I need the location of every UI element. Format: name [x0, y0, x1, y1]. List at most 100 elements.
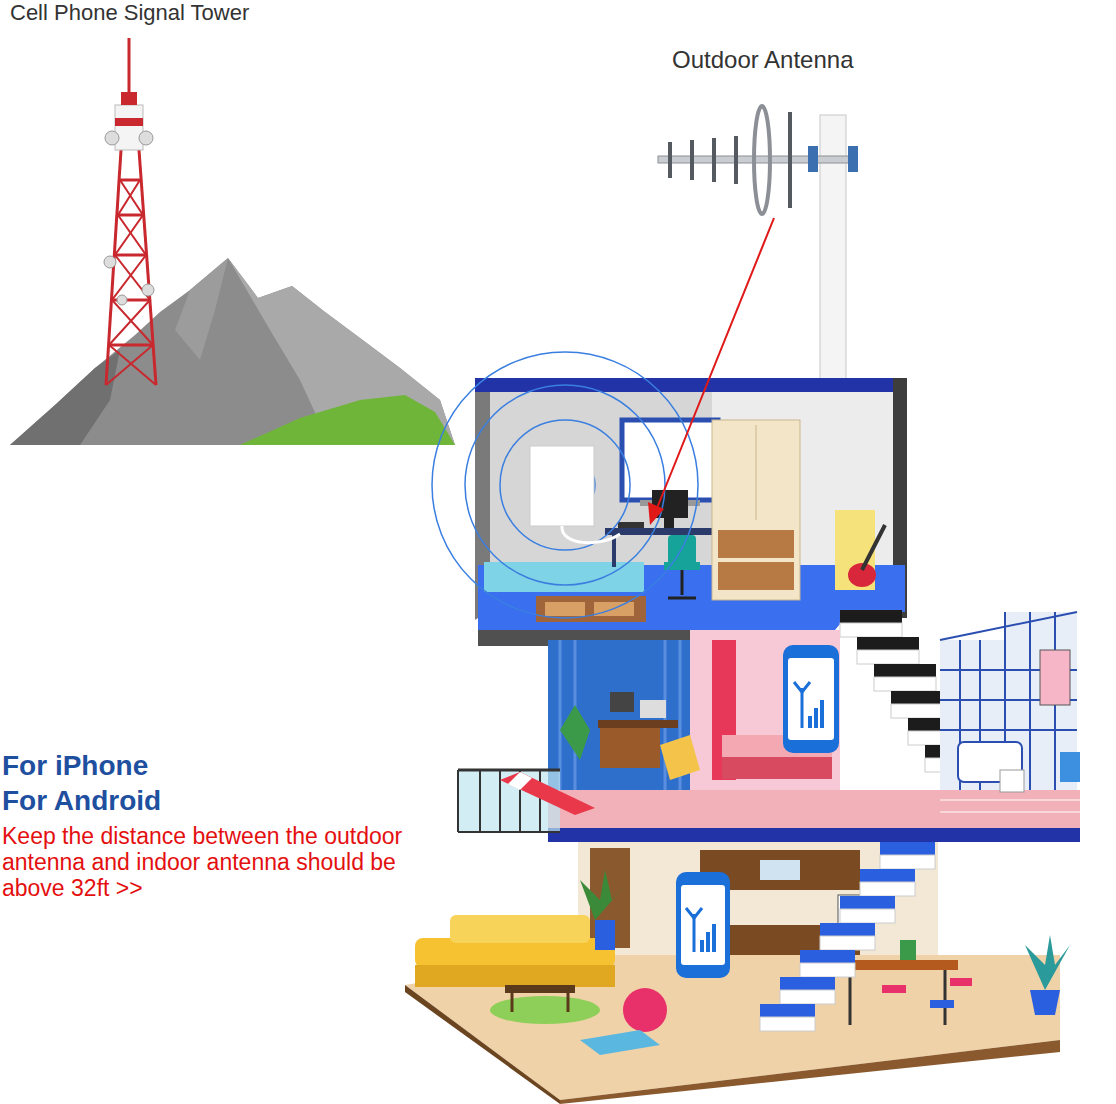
bottom-floor — [560, 1040, 1060, 1104]
phone-icon — [676, 872, 730, 978]
bottom-floor — [882, 985, 906, 993]
stairs-blue — [780, 990, 835, 1004]
top-floor — [618, 522, 644, 528]
phone-icon — [788, 658, 834, 740]
indoor-antenna — [530, 446, 594, 526]
stairs-black — [840, 623, 902, 637]
middle-floor — [548, 790, 1080, 830]
signal-tower — [104, 256, 116, 268]
bottom-floor — [950, 978, 972, 986]
balcony — [479, 770, 481, 832]
stairs-blue — [880, 855, 935, 869]
middle-floor — [660, 735, 700, 780]
bottom-floor — [405, 955, 1060, 1100]
top-floor — [681, 570, 684, 595]
signal-tower — [118, 214, 143, 217]
phone-icon — [783, 645, 839, 753]
top-floor — [664, 562, 700, 570]
signal-tower — [142, 284, 154, 296]
mountains — [228, 258, 455, 445]
stairs-blue — [780, 977, 835, 990]
stairs-black — [874, 664, 936, 677]
middle-floor — [1000, 770, 1024, 792]
tower-label: Cell Phone Signal Tower — [10, 1, 410, 26]
balcony — [457, 770, 459, 832]
indoor-antenna — [562, 526, 620, 543]
balcony — [500, 772, 595, 815]
phone-icon — [681, 885, 725, 965]
bottom-floor — [450, 915, 590, 943]
stairs-blue — [800, 963, 855, 977]
signal-tower — [109, 344, 153, 347]
phone-icon — [686, 908, 702, 918]
bottom-floor — [1030, 990, 1060, 1015]
device-label: For iPhone — [2, 750, 402, 781]
stairs-blue — [840, 896, 895, 909]
phone-icon — [700, 940, 704, 952]
signal-tower — [104, 38, 156, 385]
top-floor — [668, 597, 696, 600]
outdoor-antenna — [848, 146, 858, 172]
signal-tower — [106, 180, 153, 385]
middle-floor — [1040, 650, 1070, 705]
signal-tower — [115, 254, 146, 257]
mountains — [10, 258, 455, 445]
top-floor — [835, 510, 875, 590]
bottom-floor — [838, 960, 958, 970]
device-label: For Android — [2, 785, 402, 816]
top-floor — [664, 518, 674, 528]
bottom-floor — [567, 993, 570, 1012]
outdoor-antenna — [788, 112, 792, 208]
middle-floor — [940, 612, 1077, 790]
phone-icon — [808, 716, 812, 728]
signal-tower — [117, 295, 127, 305]
signal-tower — [109, 180, 156, 385]
stairs-blue — [880, 842, 935, 855]
bottom-floor — [415, 965, 615, 987]
balcony — [508, 772, 532, 790]
bottom-floor — [930, 1000, 954, 1008]
middle-floor — [548, 828, 1080, 842]
stairs-blue — [760, 1004, 815, 1017]
signal-arrow — [648, 218, 774, 525]
mountains — [10, 258, 455, 445]
outdoor-antenna — [668, 142, 672, 178]
middle-floor — [940, 800, 1080, 812]
mountains — [240, 395, 455, 445]
outdoor-antenna — [754, 106, 770, 214]
phone-icon — [783, 645, 839, 753]
phone-icon — [676, 872, 730, 978]
signal-arrow — [648, 502, 664, 525]
stairs-black — [857, 637, 919, 650]
balcony — [560, 705, 590, 760]
outdoor-antenna — [670, 136, 736, 184]
middle-floor — [600, 728, 660, 768]
signal-tower — [115, 118, 143, 126]
top-floor — [712, 420, 800, 600]
middle-floor — [940, 729, 1077, 731]
middle-floor — [722, 757, 832, 779]
bottom-floor — [944, 970, 947, 1025]
signal-waves — [500, 420, 630, 550]
signal-tower — [115, 105, 143, 150]
antenna-label: Outdoor Antenna — [672, 47, 972, 74]
bottom-floor — [505, 985, 575, 993]
middle-floor — [1060, 752, 1080, 782]
top-floor — [622, 420, 718, 500]
stairs-black — [874, 677, 936, 691]
middle-floor — [559, 640, 562, 790]
top-floor — [756, 425, 757, 520]
indoor-antenna — [530, 446, 620, 543]
bottom-floor — [849, 970, 852, 1025]
bottom-floor — [511, 993, 514, 1012]
phone-icon — [820, 700, 824, 728]
outdoor-antenna — [658, 156, 856, 163]
middle-floor — [548, 612, 1080, 842]
signal-waves — [465, 385, 665, 585]
middle-floor — [940, 812, 1080, 813]
top-floor — [668, 535, 696, 565]
phone-icon — [814, 708, 818, 728]
middle-floor — [610, 692, 634, 712]
